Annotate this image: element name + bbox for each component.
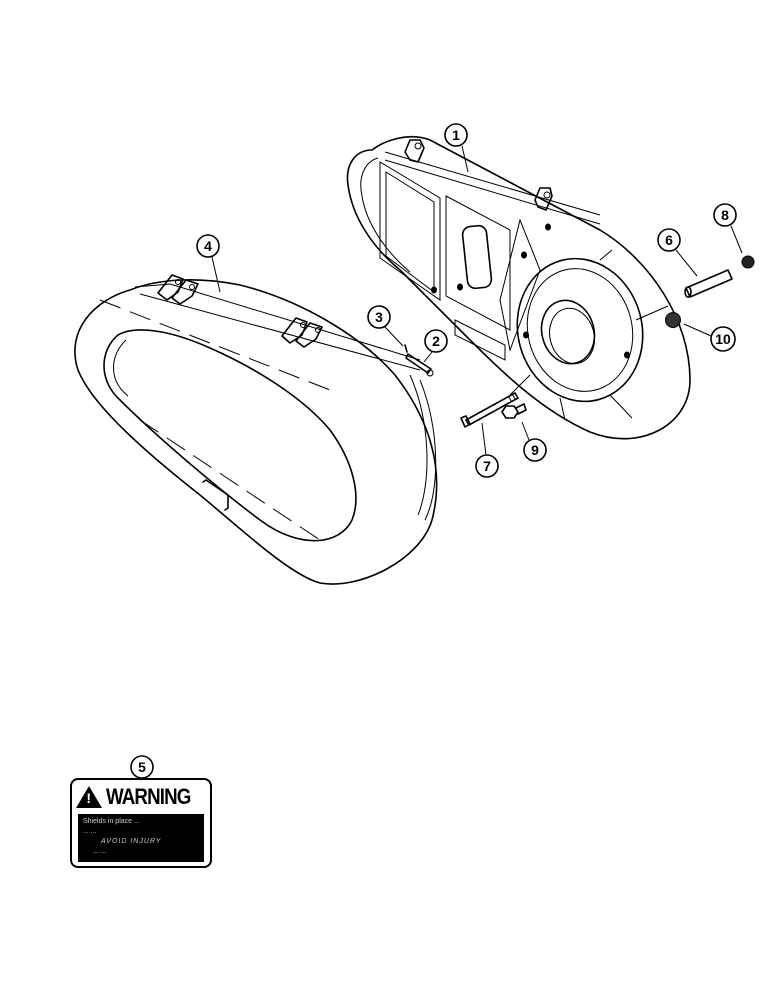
warning-line: Shields in place ... [83, 818, 140, 825]
warning-header: ! WARNING [72, 782, 210, 812]
shield-backplate [346, 136, 691, 440]
callout-2: 2 [423, 329, 448, 363]
callout-10: 10 [683, 323, 736, 352]
cotter-pin [404, 344, 408, 353]
svg-text:2: 2 [432, 333, 440, 349]
svg-text:1: 1 [452, 127, 460, 143]
warning-triangle-icon: ! [76, 786, 103, 808]
callout-7: 7 [475, 422, 499, 478]
svg-text:10: 10 [715, 331, 731, 347]
warning-title: WARNING [106, 784, 191, 809]
cap-screw [501, 403, 527, 419]
svg-text:4: 4 [204, 238, 212, 254]
warning-line: AVOID INJURY [101, 838, 162, 845]
svg-text:9: 9 [531, 442, 539, 458]
spacer-tube [684, 269, 733, 298]
svg-text:3: 3 [375, 309, 383, 325]
callout-1: 1 [444, 123, 469, 173]
warning-decal: ! WARNING Shields in place ... ... ... A… [70, 778, 212, 868]
svg-text:7: 7 [483, 458, 491, 474]
callout-4: 4 [196, 234, 221, 293]
svg-text:5: 5 [138, 759, 146, 775]
svg-text:8: 8 [721, 207, 729, 223]
warning-line: ... ... [93, 848, 107, 855]
callout-8: 8 [713, 203, 743, 254]
callout-9: 9 [521, 421, 547, 462]
nut [741, 255, 755, 269]
warning-line: ... ... [83, 828, 97, 835]
pin [405, 353, 434, 377]
bolt [460, 392, 519, 428]
callout-5: 5 [130, 755, 154, 779]
shield-cover [74, 274, 438, 585]
warning-body: Shields in place ... ... ... AVOID INJUR… [78, 814, 204, 862]
svg-text:6: 6 [665, 232, 673, 248]
callout-3: 3 [367, 305, 404, 347]
callout-6: 6 [657, 228, 698, 277]
lock-nut [665, 312, 681, 328]
